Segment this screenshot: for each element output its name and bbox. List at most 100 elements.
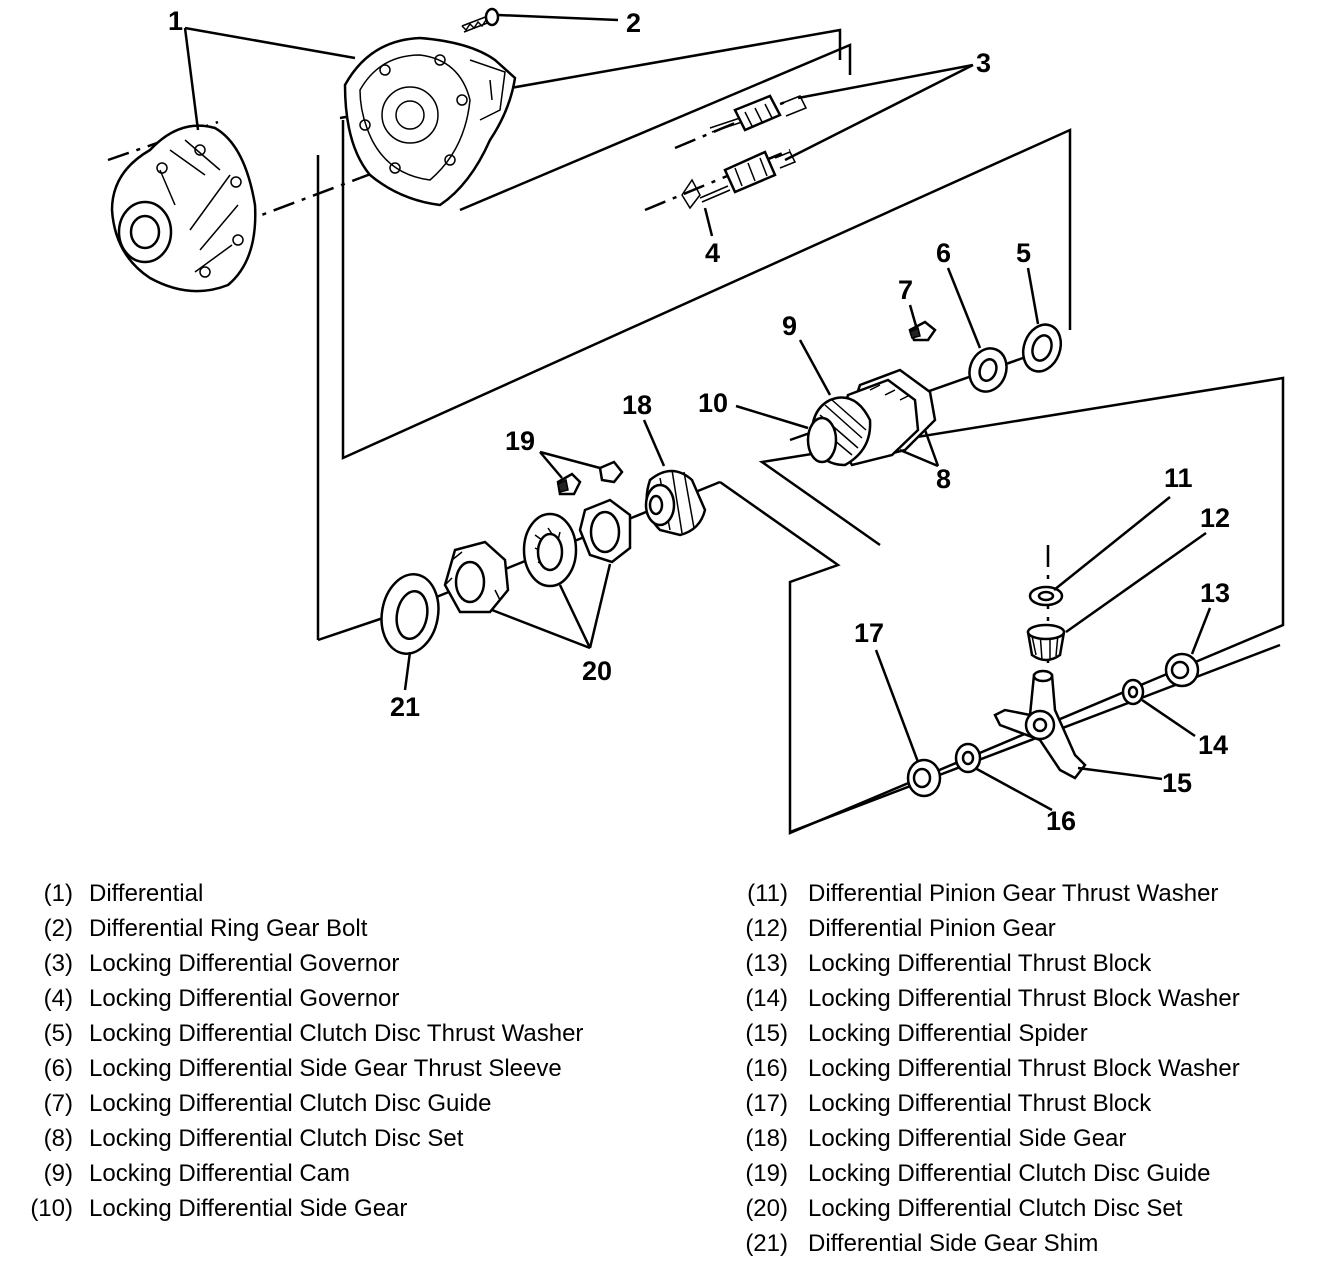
legend-item-13: (13) Locking Differential Thrust Block bbox=[736, 946, 1326, 981]
callout-19: 19 bbox=[505, 426, 535, 456]
side-gear-shim bbox=[380, 573, 440, 655]
legend-name: Locking Differential Side Gear bbox=[89, 1195, 408, 1222]
pinion-gear bbox=[1026, 623, 1066, 662]
governor-lower bbox=[681, 150, 797, 210]
callout-13: 13 bbox=[1200, 578, 1230, 608]
legend-name: Locking Differential Clutch Disc Guide bbox=[808, 1160, 1211, 1187]
clutch-disc-guide-upper bbox=[908, 320, 937, 342]
differential-case-left bbox=[110, 124, 257, 293]
legend-name: Differential Ring Gear Bolt bbox=[89, 915, 368, 942]
legend-item-6: (6) Locking Differential Side Gear Thrust… bbox=[4, 1051, 654, 1086]
legend-number: (8) bbox=[43, 1125, 73, 1152]
legend-name: Locking Differential Thrust Block Washer bbox=[808, 1055, 1240, 1082]
legend-name: Locking Differential Spider bbox=[808, 1020, 1088, 1047]
thrust-block-washer-left bbox=[954, 742, 982, 774]
legend-name: Differential Pinion Gear Thrust Washer bbox=[808, 880, 1219, 907]
legend-number: (11) bbox=[747, 880, 788, 907]
legend-number: (10) bbox=[30, 1195, 73, 1222]
callout-21: 21 bbox=[390, 692, 420, 722]
callout-labels: 1 2 3 4 5 6 7 8 9 10 11 12 13 14 15 16 1… bbox=[168, 6, 1230, 836]
legend-number: (7) bbox=[43, 1090, 73, 1117]
legend-name: Locking Differential Governor bbox=[89, 950, 400, 977]
legend-right-column: (11) Differential Pinion Gear Thrust Wash… bbox=[736, 876, 1326, 1261]
legend-number: (2) bbox=[43, 915, 73, 942]
legend-item-18: (18) Locking Differential Side Gear bbox=[736, 1121, 1326, 1156]
legend-number: (6) bbox=[43, 1055, 73, 1082]
callout-2: 2 bbox=[626, 8, 641, 38]
legend-name: Differential Side Gear Shim bbox=[808, 1230, 1099, 1257]
callout-20: 20 bbox=[582, 656, 612, 686]
legend-number: (12) bbox=[745, 915, 788, 942]
legend-name: Locking Differential Clutch Disc Set bbox=[89, 1125, 464, 1152]
legend-name: Locking Differential Thrust Block bbox=[808, 950, 1152, 977]
legend-number: (3) bbox=[43, 950, 73, 977]
callout-6: 6 bbox=[936, 238, 951, 268]
legend-item-12: (12) Differential Pinion Gear bbox=[736, 911, 1326, 946]
governor-upper bbox=[709, 94, 808, 133]
legend-number: (1) bbox=[43, 880, 73, 907]
legend-number: (17) bbox=[745, 1090, 788, 1117]
legend-item-8: (8) Locking Differential Clutch Disc Set bbox=[4, 1121, 654, 1156]
side-gear-thrust-sleeve bbox=[968, 347, 1008, 393]
legend-name: Locking Differential Clutch Disc Guide bbox=[89, 1090, 492, 1117]
legend-number: (19) bbox=[745, 1160, 788, 1187]
legend-name: Locking Differential Side Gear bbox=[808, 1125, 1127, 1152]
legend-number: (20) bbox=[745, 1195, 788, 1222]
exploded-view-diagram: 1 2 3 4 5 6 7 8 9 10 11 12 13 14 15 16 1… bbox=[107, 6, 1285, 836]
differential-case-right bbox=[343, 36, 517, 207]
thrust-block-left bbox=[906, 758, 942, 798]
legend-name: Differential bbox=[89, 880, 204, 907]
differential-spider bbox=[993, 669, 1087, 780]
legend-item-9: (9)Locking Differential Cam bbox=[4, 1156, 654, 1191]
legend-name: Locking Differential Clutch Disc Thrust … bbox=[89, 1020, 584, 1047]
legend-item-16: (16)Locking Differential Thrust Block Wa… bbox=[736, 1051, 1326, 1086]
callout-10: 10 bbox=[698, 388, 728, 418]
legend-item-4: (4) Locking Differential Governor bbox=[4, 981, 654, 1016]
legend-number: (13) bbox=[745, 950, 788, 977]
legend-item-17: (17) Locking Differential Thrust Block bbox=[736, 1086, 1326, 1121]
thrust-block-right bbox=[1164, 652, 1200, 688]
legend-item-20: (20) Locking Differential Clutch Disc Set bbox=[736, 1191, 1326, 1226]
legend-item-11: (11) Differential Pinion Gear Thrust Wash… bbox=[736, 876, 1326, 911]
callout-9: 9 bbox=[782, 311, 797, 341]
callout-12: 12 bbox=[1200, 503, 1230, 533]
legend-item-15: (15) Locking Differential Spider bbox=[736, 1016, 1326, 1051]
legend-number: (9) bbox=[43, 1160, 73, 1187]
legend-left-column: (1) Differential (2) Differential Ring Gea… bbox=[4, 876, 654, 1226]
legend-item-10: (10) Locking Differential Side Gear bbox=[4, 1191, 654, 1226]
legend-item-19: (19) Locking Differential Clutch Disc Gui… bbox=[736, 1156, 1326, 1191]
legend-item-3: (3) Locking Differential Governor bbox=[4, 946, 654, 981]
legend-number: (5) bbox=[43, 1020, 73, 1047]
callout-3: 3 bbox=[976, 48, 991, 78]
legend-name: Locking Differential Clutch Disc Set bbox=[808, 1195, 1183, 1222]
clutch-disc-guide-lower bbox=[556, 460, 624, 496]
legend-name: Locking Differential Thrust Block Washer bbox=[808, 985, 1240, 1012]
cam-clutch-assembly bbox=[806, 368, 937, 467]
legend-name: Differential Pinion Gear bbox=[808, 915, 1056, 942]
callout-17: 17 bbox=[854, 618, 884, 648]
clutch-disc-set-lower bbox=[443, 498, 632, 614]
legend-number: (15) bbox=[745, 1020, 788, 1047]
leader-lines bbox=[183, 13, 1212, 812]
legend-number: (18) bbox=[745, 1125, 788, 1152]
callout-15: 15 bbox=[1162, 768, 1192, 798]
legend-item-1: (1) Differential bbox=[4, 876, 654, 911]
legend-item-21: (21) Differential Side Gear Shim bbox=[736, 1226, 1326, 1261]
ring-gear-bolt bbox=[461, 7, 500, 33]
callout-18: 18 bbox=[622, 390, 652, 420]
legend-name: Locking Differential Thrust Block bbox=[808, 1090, 1152, 1117]
callout-1: 1 bbox=[168, 6, 183, 36]
legend-number: (14) bbox=[745, 985, 788, 1012]
legend-number: (4) bbox=[43, 985, 73, 1012]
legend-number: (21) bbox=[745, 1230, 788, 1257]
legend-item-2: (2) Differential Ring Gear Bolt bbox=[4, 911, 654, 946]
callout-7: 7 bbox=[898, 275, 913, 305]
legend-item-7: (7) Locking Differential Clutch Disc Guid… bbox=[4, 1086, 654, 1121]
clutch-disc-thrust-washer bbox=[1021, 323, 1063, 373]
callout-4: 4 bbox=[705, 238, 720, 268]
side-gear bbox=[644, 469, 707, 537]
callout-16: 16 bbox=[1046, 806, 1076, 836]
legend-name: Locking Differential Side Gear Thrust Sl… bbox=[89, 1055, 562, 1082]
legend-name: Locking Differential Governor bbox=[89, 985, 400, 1012]
pinion-gear-thrust-washer bbox=[1028, 585, 1064, 607]
